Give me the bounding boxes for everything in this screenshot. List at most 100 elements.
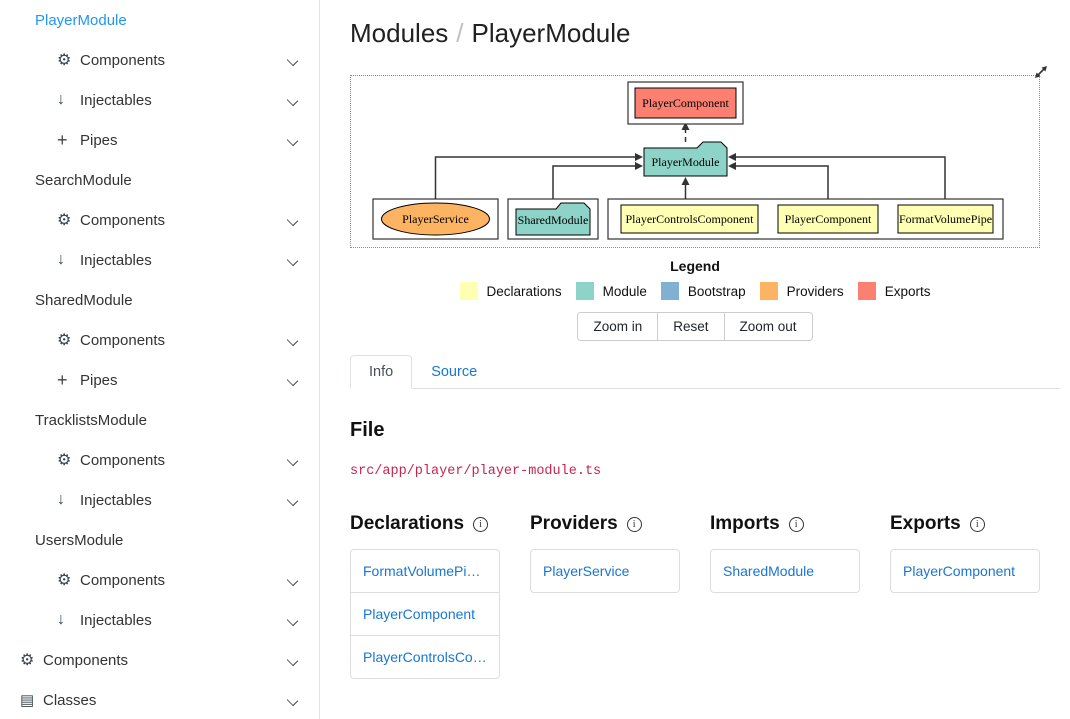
node-label[interactable]: SharedModule bbox=[518, 213, 589, 227]
node-player-component-export[interactable] bbox=[634, 87, 737, 119]
arrow-down-icon: ↓ bbox=[57, 491, 65, 508]
sidebar-item-injectables[interactable]: ↓ Injectables bbox=[0, 480, 319, 520]
list-item: PlayerComponent bbox=[351, 593, 499, 636]
breadcrumb: Modules/PlayerModule bbox=[350, 18, 1060, 49]
zoom-out-button[interactable]: Zoom out bbox=[724, 313, 812, 340]
node-shared-module[interactable] bbox=[515, 202, 591, 236]
list-item: PlayerControlsCo… bbox=[351, 636, 499, 678]
chevron-down-icon[interactable] bbox=[286, 134, 299, 147]
file-heading: File bbox=[350, 419, 385, 441]
legend-swatch bbox=[459, 282, 478, 300]
sidebar-item-components[interactable]: ⚙Components bbox=[0, 40, 319, 80]
list-item-link[interactable]: PlayerControlsCo… bbox=[363, 649, 487, 665]
node-format-volume-pipe[interactable] bbox=[897, 204, 994, 234]
sidebar-module-sharedmodule[interactable]: SharedModule bbox=[0, 280, 319, 320]
chevron-down-icon[interactable] bbox=[286, 374, 299, 387]
node-player-module[interactable] bbox=[643, 141, 728, 177]
list-item-link[interactable]: SharedModule bbox=[723, 563, 815, 579]
sidebar-item-injectables[interactable]: ↓Injectables bbox=[0, 600, 319, 640]
module-dependency-graph: PlayerComponent PlayerModule PlayerServi… bbox=[350, 75, 1040, 248]
section-title: Providers bbox=[530, 513, 618, 534]
gear-icon: ⚙ bbox=[57, 52, 72, 69]
info-icon: i bbox=[626, 516, 642, 532]
section-list: SharedModule bbox=[710, 549, 860, 593]
chevron-down-icon[interactable] bbox=[286, 334, 299, 347]
chevron-down-icon[interactable] bbox=[286, 574, 299, 587]
arrow-down-icon: ↓ bbox=[57, 91, 65, 108]
list-item-link[interactable]: PlayerService bbox=[543, 563, 630, 579]
classes-icon: ▤ bbox=[20, 692, 35, 709]
sidebar-item-pipes[interactable]: +Pipes bbox=[0, 360, 319, 400]
tab-info[interactable]: Info bbox=[350, 355, 413, 389]
sidebar-item-label: UsersModule bbox=[35, 531, 124, 549]
node-label[interactable]: PlayerService bbox=[402, 212, 469, 226]
sidebar-item-classes[interactable]: ▤Classes bbox=[0, 680, 319, 719]
list-item-link[interactable]: FormatVolumePi… bbox=[363, 563, 481, 579]
tab-bar: Info Source bbox=[350, 355, 1060, 389]
sidebar-item-label: Pipes bbox=[80, 131, 118, 149]
fullscreen-icon[interactable] bbox=[1032, 63, 1050, 81]
legend-label: Exports bbox=[884, 283, 931, 299]
reset-button[interactable]: Reset bbox=[658, 313, 725, 340]
sidebar-item-components[interactable]: ⚙Components bbox=[0, 200, 319, 240]
sidebar-item-injectables[interactable]: ↓Injectables bbox=[0, 240, 319, 280]
sidebar-module-usersmodule[interactable]: UsersModule bbox=[0, 520, 319, 560]
gear-icon: ⚙ bbox=[57, 452, 72, 469]
sidebar-module-playermodule[interactable]: PlayerModule bbox=[0, 0, 319, 40]
section-title: Imports bbox=[710, 513, 780, 534]
sidebar-item-components[interactable]: ⚙Components bbox=[0, 560, 319, 600]
sidebar-item-label: Components bbox=[80, 211, 166, 229]
chevron-down-icon[interactable] bbox=[286, 694, 299, 707]
node-player-service[interactable] bbox=[381, 202, 490, 236]
section-list: PlayerComponent bbox=[890, 549, 1040, 593]
legend-item-providers: Providers bbox=[759, 282, 844, 300]
chevron-down-icon[interactable] bbox=[286, 614, 299, 627]
chevron-down-icon[interactable] bbox=[286, 254, 299, 267]
sidebar-item-pipes[interactable]: +Pipes bbox=[0, 120, 319, 160]
node-label[interactable]: PlayerComponent bbox=[642, 96, 729, 110]
sidebar-module-tracklistsmodule[interactable]: TracklistsModule bbox=[0, 400, 319, 440]
sidebar-item-components[interactable]: ⚙Components bbox=[0, 320, 319, 360]
sidebar-item-components[interactable]: ⚙Components bbox=[0, 640, 319, 680]
chevron-down-icon[interactable] bbox=[286, 94, 299, 107]
chevron-down-icon[interactable] bbox=[286, 494, 299, 507]
zoom-in-button[interactable]: Zoom in bbox=[578, 313, 659, 340]
chevron-down-icon[interactable] bbox=[286, 654, 299, 667]
chevron-down-icon[interactable] bbox=[286, 54, 299, 67]
file-path: src/app/player/player-module.ts bbox=[350, 464, 602, 479]
node-label[interactable]: PlayerControlsComponent bbox=[626, 212, 755, 226]
node-label[interactable]: PlayerModule bbox=[652, 155, 720, 169]
sidebar-item-injectables[interactable]: ↓Injectables bbox=[0, 80, 319, 120]
legend-swatch bbox=[759, 282, 778, 300]
legend-items: Declarations Module Bootstrap Providers Expo… bbox=[350, 282, 1040, 300]
sidebar-item-components[interactable]: ⚙Components bbox=[0, 440, 319, 480]
sidebar-item-label: Injectables bbox=[80, 491, 152, 509]
graph-svg: PlayerComponent PlayerModule PlayerServi… bbox=[372, 81, 1004, 240]
sidebar-item-label: Injectables bbox=[80, 611, 152, 629]
tab-source[interactable]: Source bbox=[431, 364, 478, 380]
chevron-down-icon[interactable] bbox=[286, 454, 299, 467]
legend-item-declarations: Declarations bbox=[459, 282, 562, 300]
list-item-link[interactable]: PlayerComponent bbox=[363, 606, 476, 622]
sidebar-item-label: Components bbox=[80, 571, 166, 589]
node-player-component-declaration[interactable] bbox=[777, 204, 879, 234]
node-player-controls-component[interactable] bbox=[620, 204, 759, 234]
list-item: PlayerComponent bbox=[891, 550, 1039, 592]
sidebar-module-searchmodule[interactable]: SearchModule bbox=[0, 160, 319, 200]
chevron-down-icon[interactable] bbox=[286, 214, 299, 227]
node-label[interactable]: FormatVolumePipe bbox=[899, 212, 992, 226]
legend-item-module: Module bbox=[575, 282, 647, 300]
list-item-link[interactable]: PlayerComponent bbox=[903, 563, 1016, 579]
legend-label: Module bbox=[602, 283, 647, 299]
node-label[interactable]: PlayerComponent bbox=[785, 212, 872, 226]
legend-label: Bootstrap bbox=[687, 283, 746, 299]
info-icon: i bbox=[969, 516, 985, 532]
sidebar-item-label: Components bbox=[43, 651, 129, 669]
